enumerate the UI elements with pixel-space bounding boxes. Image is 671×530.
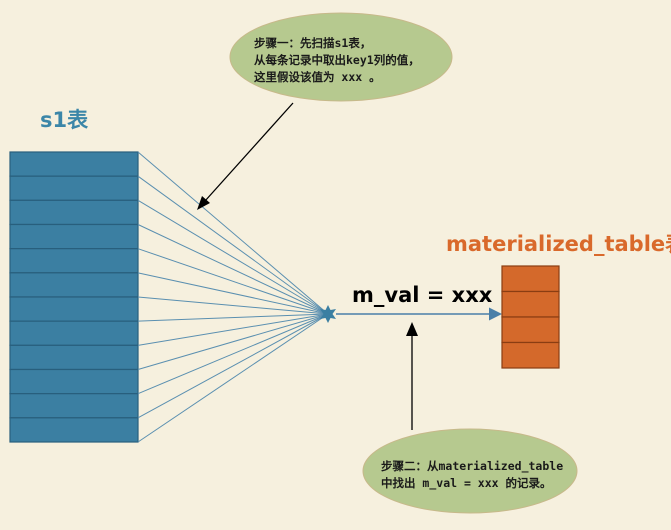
s1-table <box>9 151 139 443</box>
s1-table-row <box>9 344 139 371</box>
step1-line-2: 从每条记录中取出key1列的值， <box>254 53 420 67</box>
step1-line-1: 步骤一：先扫描s1表， <box>254 36 372 50</box>
fan-lines <box>137 151 329 443</box>
step1-callout-text: 步骤一：先扫描s1表， 从每条记录中取出key1列的值， 这里假设该值为 xxx… <box>254 35 420 86</box>
s1-table-row <box>9 175 139 201</box>
step1-callout-bubble <box>229 12 453 102</box>
step1-pointer-arrow <box>197 102 294 210</box>
step2-pointer-arrow <box>406 322 418 430</box>
fan-line <box>137 199 329 315</box>
fan-line <box>137 313 329 443</box>
fan-line <box>137 313 329 395</box>
step2-line-1: 步骤二：从materialized_table <box>381 459 564 473</box>
step2-callout-text: 步骤二：从materialized_table 中找出 m_val = xxx … <box>381 458 563 492</box>
s1-table-row <box>9 151 139 177</box>
fan-line <box>137 313 329 346</box>
step2-line-2: 中找出 m_val = xxx 的记录。 <box>381 476 552 490</box>
s1-table-title: s1表 <box>40 108 89 132</box>
materialized-table <box>501 265 560 369</box>
fan-line <box>137 272 329 315</box>
s1-table-row <box>9 320 139 346</box>
connector-label: m_val = xxx <box>352 283 493 307</box>
fan-line <box>137 313 329 322</box>
s1-table-row <box>9 272 139 298</box>
step1-line-3: 这里假设该值为 xxx 。 <box>254 70 381 84</box>
s1-table-row <box>9 223 139 250</box>
materialized-table-row <box>501 316 560 344</box>
s1-table-row <box>9 248 139 274</box>
materialized-table-row <box>501 341 560 369</box>
fan-line <box>137 296 329 315</box>
s1-table-row <box>9 199 139 226</box>
s1-table-row <box>9 368 139 395</box>
s1-table-row <box>9 393 139 419</box>
materialized-table-row <box>501 290 560 318</box>
fan-line <box>137 175 329 315</box>
fan-line <box>137 313 329 370</box>
fan-line <box>137 313 329 419</box>
materialized-table-title: materialized_table表 <box>446 232 671 256</box>
fan-line <box>137 248 329 315</box>
s1-table-row <box>9 296 139 322</box>
junction-star-icon <box>320 305 336 323</box>
s1-table-row <box>9 417 139 443</box>
fan-line <box>137 151 329 315</box>
lookup-arrow <box>336 307 502 321</box>
fan-line <box>137 224 329 315</box>
step2-callout-bubble <box>362 428 578 514</box>
materialized-table-row <box>501 265 560 293</box>
